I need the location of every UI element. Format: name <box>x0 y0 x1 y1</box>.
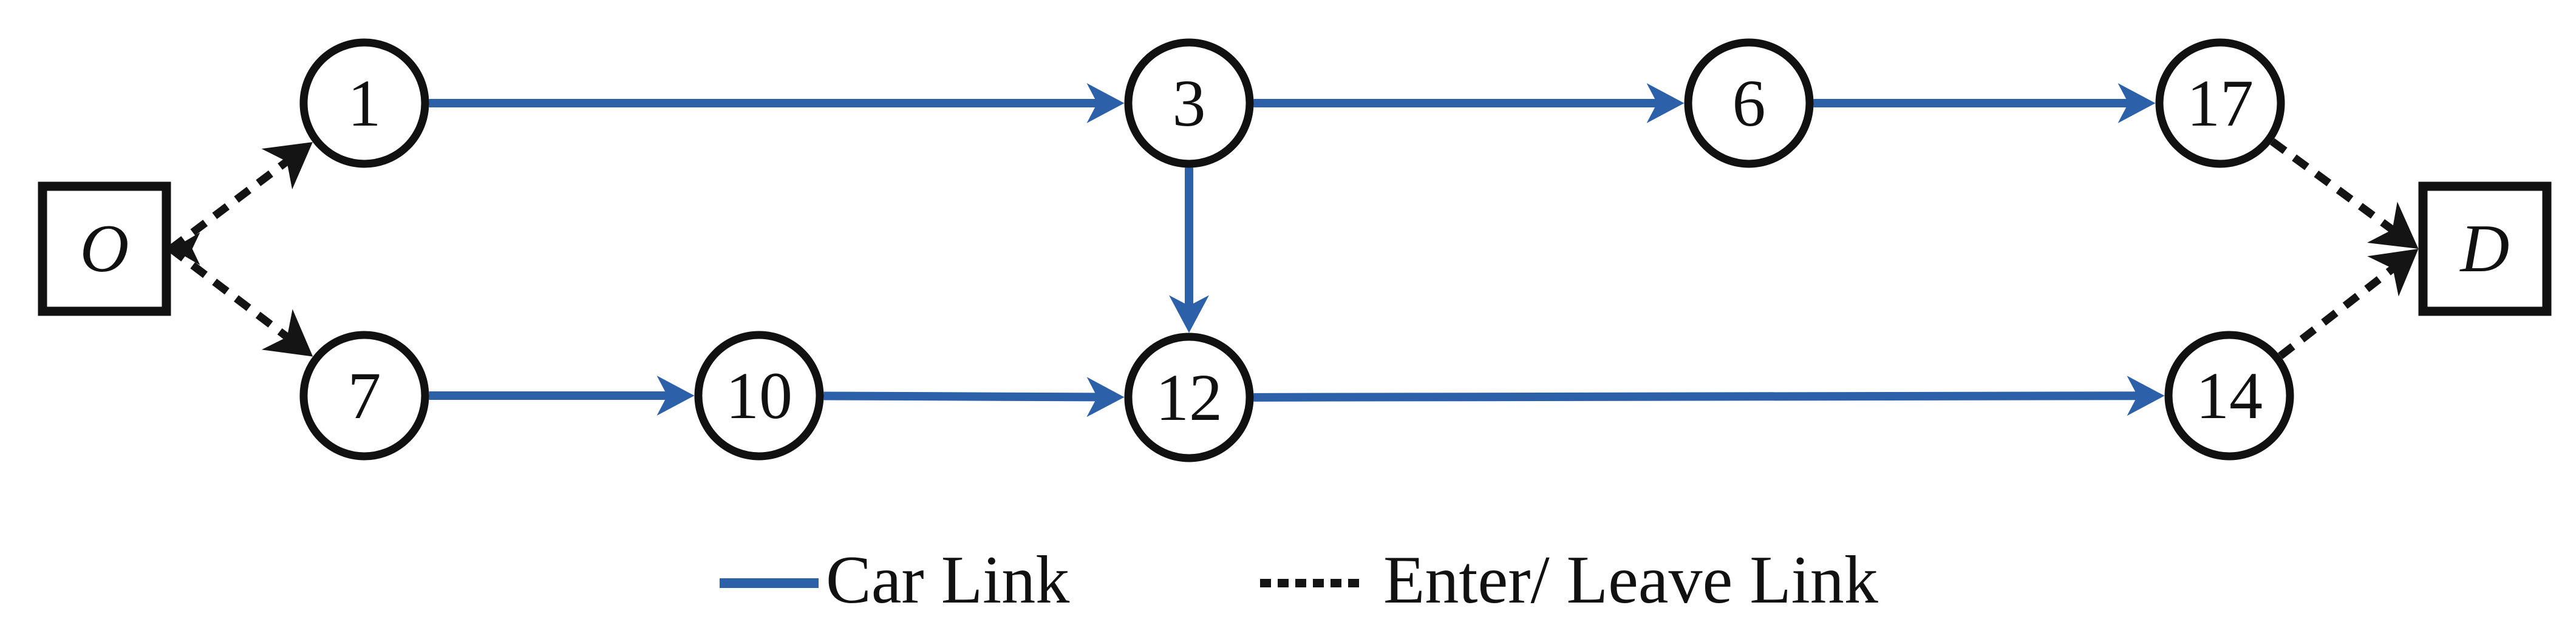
node-O: O <box>38 181 171 316</box>
car-link-line <box>823 391 1099 402</box>
node-1-label: 1 <box>348 66 381 140</box>
node-17: 17 <box>2155 38 2285 168</box>
edge-O-1 <box>168 142 313 252</box>
node-3-label: 3 <box>1173 66 1206 140</box>
car-link-line <box>1253 391 2139 402</box>
node-O-label: O <box>80 211 129 286</box>
node-10-label: 10 <box>726 359 792 433</box>
node-12-label: 12 <box>1156 360 1222 434</box>
node-D-shape <box>2418 181 2552 316</box>
node-D-label: D <box>2459 211 2510 286</box>
node-10-shape <box>694 331 824 461</box>
node-14: 14 <box>2164 331 2294 461</box>
edge-O-7 <box>168 245 313 357</box>
arrowhead-icon <box>1169 295 1209 333</box>
node-14-shape <box>2164 331 2294 461</box>
node-1: 1 <box>299 38 429 168</box>
edge-3-12 <box>1169 167 1209 333</box>
edge-12-14 <box>1253 376 2165 416</box>
node-17-shape <box>2155 38 2285 168</box>
enter-leave-link-line <box>2269 138 2396 234</box>
enter-leave-link-line <box>168 245 290 341</box>
arrowhead-icon <box>2367 249 2419 297</box>
arrowhead-icon <box>2127 376 2165 416</box>
edge-17-D <box>2269 138 2419 249</box>
legend-item-car: Car Link <box>720 542 1069 618</box>
edge-14-D <box>2278 249 2419 359</box>
arrowhead-icon <box>261 142 313 190</box>
node-12-shape <box>1124 333 1254 462</box>
node-7-label: 7 <box>348 359 381 433</box>
legend-item-enter: Enter/ Leave Link <box>1260 542 1878 618</box>
node-3-shape <box>1124 38 1254 168</box>
edge-7-10 <box>429 376 695 416</box>
node-10: 10 <box>694 331 824 461</box>
node-7-shape <box>299 331 429 461</box>
arrowhead-icon <box>2118 83 2156 123</box>
arrowhead-icon <box>261 309 313 357</box>
node-6: 6 <box>1684 38 1814 168</box>
edge-1-3 <box>429 83 1125 123</box>
node-6-label: 6 <box>1733 66 1766 140</box>
legend-label: Car Link <box>826 542 1069 618</box>
node-17-label: 17 <box>2187 66 2254 140</box>
node-1-shape <box>299 38 429 168</box>
node-14-label: 14 <box>2196 359 2263 433</box>
edge-6-17 <box>1813 83 2156 123</box>
node-7: 7 <box>299 331 429 461</box>
legend-label: Enter/ Leave Link <box>1383 542 1878 618</box>
origin-arrowhead-icon <box>172 232 200 265</box>
enter-leave-link-line <box>168 158 290 252</box>
edge-3-6 <box>1253 83 1685 123</box>
node-D: D <box>2418 181 2552 316</box>
arrowhead-icon <box>656 376 695 416</box>
edge-10-12 <box>823 377 1125 417</box>
node-6-shape <box>1684 38 1814 168</box>
arrowhead-icon <box>1646 83 1685 123</box>
legend: Car Link Enter/ Leave Link <box>720 542 1878 618</box>
node-O-shape <box>38 181 171 316</box>
arrowhead-icon <box>1086 83 1125 123</box>
node-3: 3 <box>1124 38 1254 168</box>
arrowhead-icon <box>2367 201 2419 249</box>
node-12: 12 <box>1124 333 1254 462</box>
enter-leave-link-line <box>2278 265 2396 359</box>
arrowhead-icon <box>1086 377 1125 417</box>
